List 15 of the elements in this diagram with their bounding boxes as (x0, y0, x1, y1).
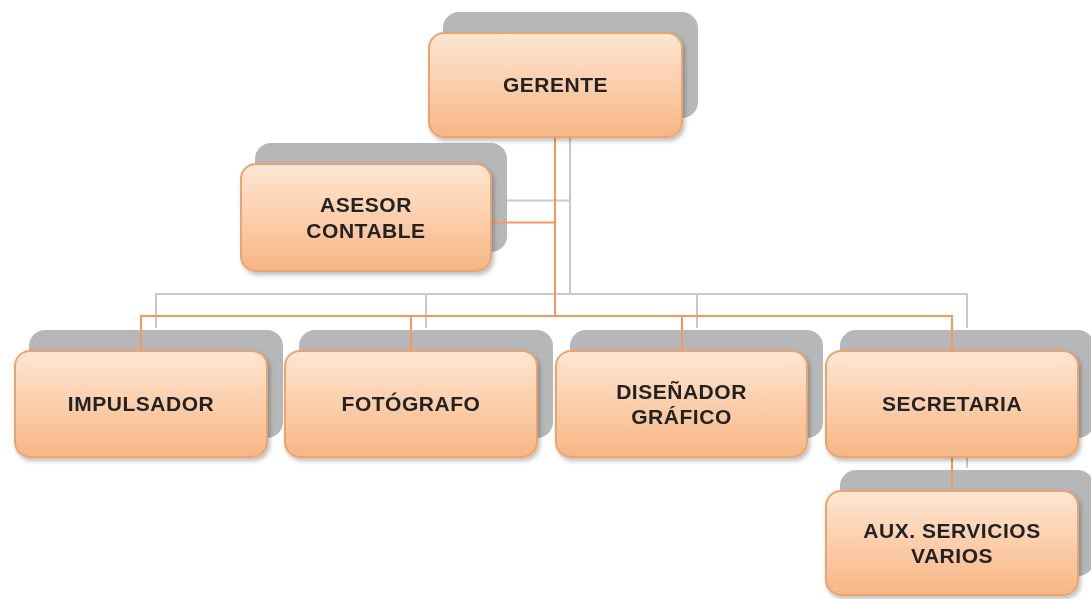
role-box (428, 32, 683, 138)
role-box (240, 163, 492, 272)
connector-line (951, 457, 953, 491)
role-title: DISEÑADOR GRÁFICO (615, 378, 748, 430)
role-box (555, 350, 808, 458)
role-box (825, 490, 1079, 596)
role-box (825, 350, 1079, 458)
role-title: SECRETARIA (881, 391, 1023, 417)
role-title: GERENTE (502, 72, 609, 98)
role-box (284, 350, 538, 458)
role-title: AUX. SERVICIOS VARIOS (862, 517, 1042, 569)
role-title: ASESOR CONTABLE (305, 192, 427, 243)
role-box (14, 350, 268, 458)
role-title: IMPULSADOR (67, 391, 215, 417)
role-title: FOTÓGRAFO (341, 391, 481, 417)
